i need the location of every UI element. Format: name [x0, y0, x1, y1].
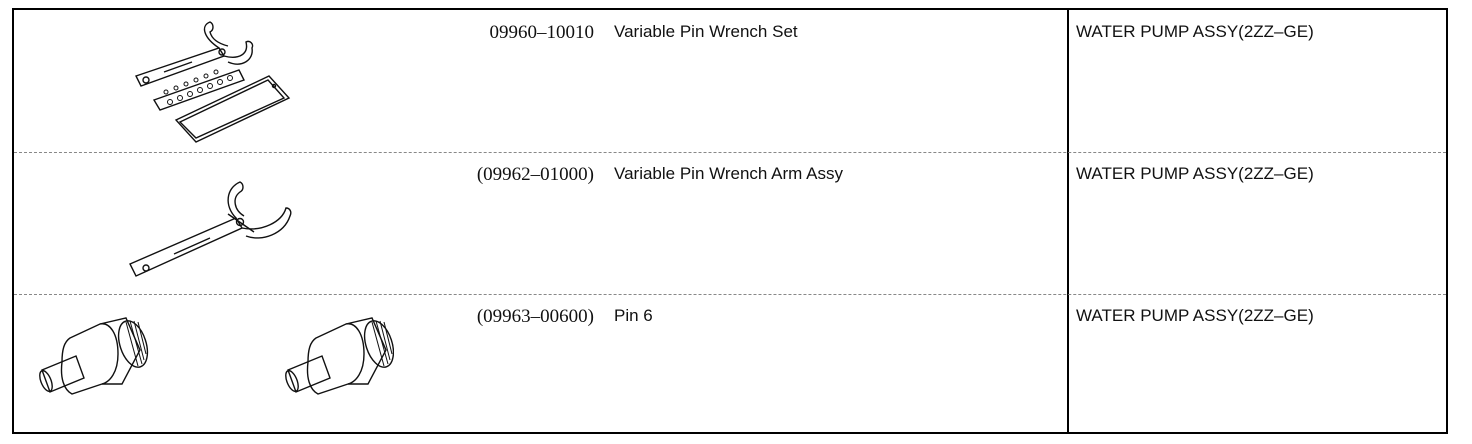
part-number: (09963–00600) [476, 306, 594, 327]
part-name: Pin 6 [614, 306, 653, 325]
table-row: (09963–00600) Pin 6 WATER PUMP ASSY(2ZZ–… [14, 294, 1446, 434]
pin-wrench-arm-icon [129, 181, 292, 277]
table-row: 09960–10010 Variable Pin Wrench Set WATE… [14, 10, 1446, 152]
pin-wrench-set-icon [135, 21, 291, 143]
application: WATER PUMP ASSY(2ZZ–GE) [1076, 306, 1314, 325]
sst-table: 09960–10010 Variable Pin Wrench Set WATE… [12, 8, 1448, 434]
table-row: (09962–01000) Variable Pin Wrench Arm As… [14, 152, 1446, 294]
application: WATER PUMP ASSY(2ZZ–GE) [1076, 22, 1314, 41]
part-number: 09960–10010 [489, 22, 595, 43]
application: WATER PUMP ASSY(2ZZ–GE) [1076, 164, 1314, 183]
row-separator [14, 152, 1446, 153]
part-name: Variable Pin Wrench Set [614, 22, 798, 41]
pin-icon [39, 317, 394, 395]
row-separator [14, 294, 1446, 295]
part-name: Variable Pin Wrench Arm Assy [614, 164, 843, 183]
column-divider [1067, 10, 1069, 432]
part-number: (09962–01000) [476, 164, 594, 185]
